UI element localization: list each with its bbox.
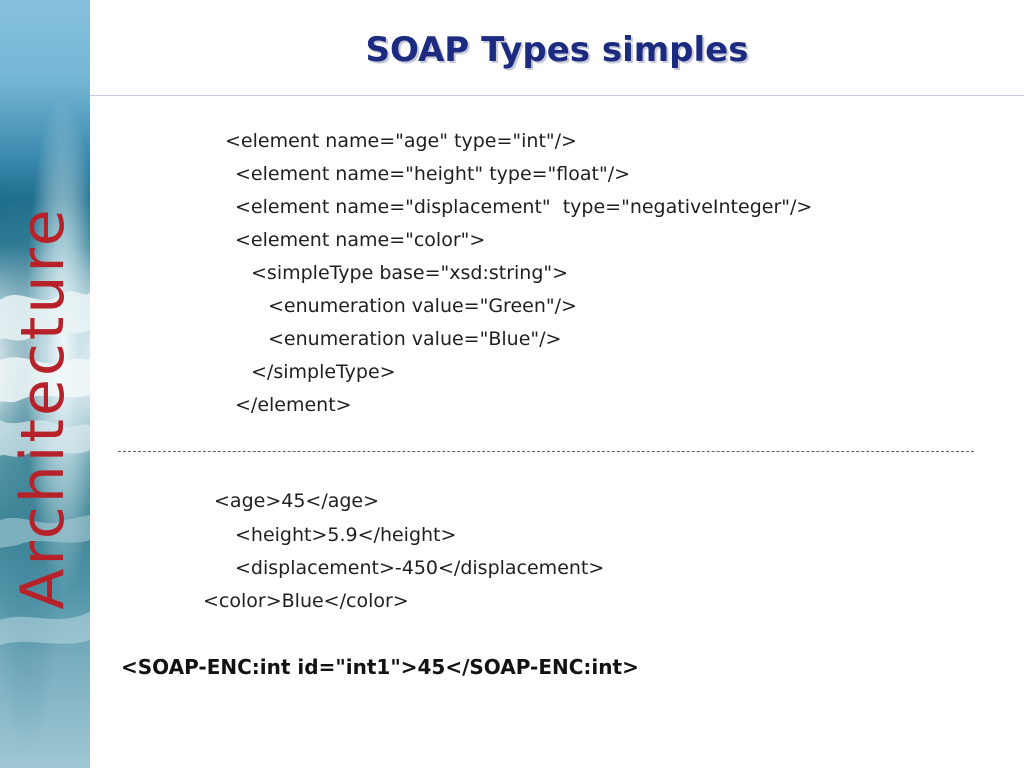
instance-line-height: <height>5.9</height> <box>235 524 457 546</box>
section-divider <box>118 451 974 452</box>
soap-enc-int-line: <SOAP-ENC:int id="int1">45</SOAP-ENC:int… <box>121 655 639 679</box>
sidebar-wave-image: Architecture <box>0 0 90 768</box>
schema-line-enum-blue: <enumeration value="Blue"/> <box>268 328 562 350</box>
schema-line-simpletype-close: </simpleType> <box>251 361 396 383</box>
schema-line-displacement: <element name="displacement" type="negat… <box>235 196 813 218</box>
slide-title: SOAP Types simples <box>365 30 749 70</box>
instance-line-color: <color>Blue</color> <box>203 590 409 612</box>
schema-line-height: <element name="height" type="float"/> <box>235 163 631 185</box>
schema-line-simpletype-open: <simpleType base="xsd:string"> <box>251 262 569 284</box>
schema-line-element-close: </element> <box>235 394 352 416</box>
title-divider <box>90 95 1024 96</box>
schema-line-color-open: <element name="color"> <box>235 229 486 251</box>
instance-line-displacement: <displacement>-450</displacement> <box>235 557 605 579</box>
instance-line-age: <age>45</age> <box>214 490 380 512</box>
vertical-section-label: Architecture <box>8 206 78 610</box>
schema-line-enum-green: <enumeration value="Green"/> <box>268 295 577 317</box>
wave-foam-graphic <box>0 291 90 645</box>
schema-line-age: <element name="age" type="int"/> <box>225 130 577 152</box>
